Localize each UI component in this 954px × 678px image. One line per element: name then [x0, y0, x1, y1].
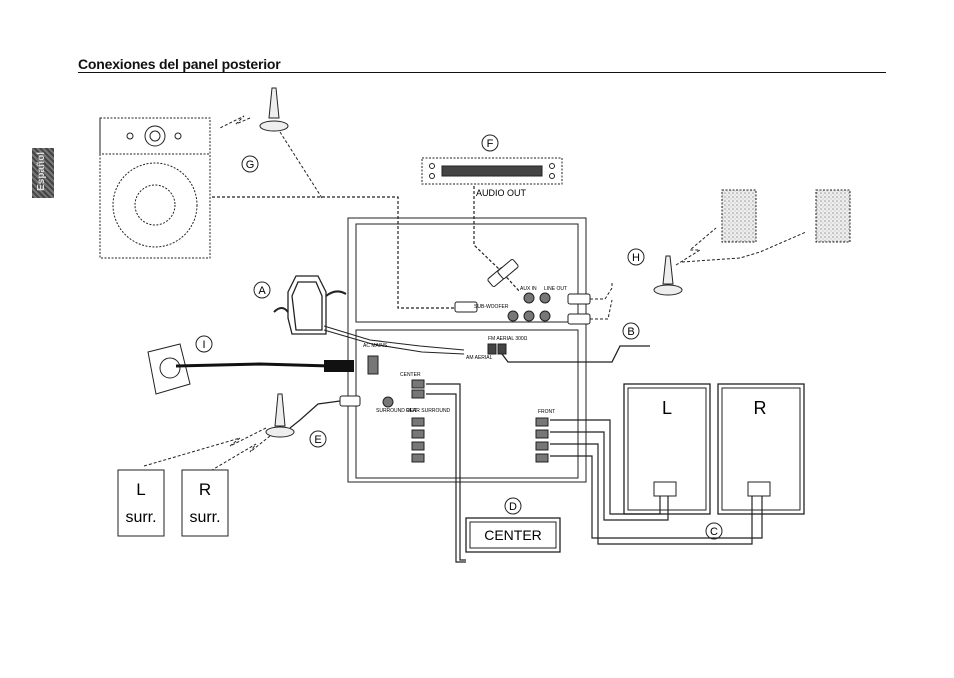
marker-d: D	[505, 498, 521, 514]
fm-aerial-label: FM AERIAL 300Ω	[488, 336, 528, 342]
wireless-signal-icon	[144, 428, 266, 466]
center-terminal	[412, 380, 424, 398]
svg-text:F: F	[487, 138, 494, 150]
speaker-terminal-icon	[654, 482, 676, 496]
front-right-letter: R	[754, 398, 767, 418]
rca-socket-icon	[508, 293, 550, 321]
ac-power-cable	[176, 364, 330, 366]
speaker-terminal-icon	[748, 482, 770, 496]
front-terminal	[536, 418, 548, 462]
svg-text:B: B	[627, 326, 634, 338]
svg-text:A: A	[258, 285, 266, 297]
surround-transmitter-antenna-icon	[266, 394, 294, 437]
front-left-cable	[550, 420, 660, 514]
antenna-to-subwoofer-link	[280, 132, 322, 198]
front-left-letter: L	[662, 398, 672, 418]
surround-left-letter: L	[136, 480, 145, 499]
surround-speaker-right: R surr.	[182, 470, 228, 536]
rear-transmitter-antenna-icon	[654, 256, 682, 295]
audio-device-icon	[422, 158, 562, 184]
surround-out-cable	[290, 401, 340, 428]
wall-socket-icon	[148, 344, 190, 394]
surround-right-word: surr.	[189, 509, 220, 526]
line-out-cable	[590, 282, 612, 319]
marker-c: C	[706, 523, 722, 539]
marker-g: G	[242, 156, 258, 172]
fm-aerial-wire	[502, 346, 650, 362]
front-left-cable	[550, 432, 668, 520]
svg-text:E: E	[314, 434, 321, 446]
marker-i: I	[196, 336, 212, 352]
line-out-label: LINE OUT	[544, 286, 567, 292]
am-loop-antenna-icon	[274, 276, 346, 334]
svg-text:G: G	[246, 159, 255, 171]
fm-aerial-terminal	[488, 344, 506, 354]
marker-e: E	[310, 431, 326, 447]
rear-surround-label: REAR SURROUND	[406, 408, 451, 414]
center-speaker-label: CENTER	[484, 527, 542, 543]
rear-surround-terminal	[412, 418, 424, 462]
audio-out-label: AUDIO OUT	[476, 188, 527, 198]
front-speaker-right: R	[718, 384, 804, 514]
marker-a: A	[254, 282, 270, 298]
surround-right-letter: R	[199, 480, 211, 499]
wireless-signal-icon	[676, 228, 716, 265]
transmitter-antenna-icon	[260, 88, 288, 131]
ac-mains-label: AC MAINS	[363, 343, 388, 349]
surround-left-word: surr.	[125, 509, 156, 526]
front-terminal-label: FRONT	[538, 409, 555, 415]
am-aerial-label: AM AERIAL	[466, 355, 493, 361]
center-terminal-label: CENTER	[400, 372, 421, 378]
marker-b: B	[623, 323, 639, 339]
rear-speaker-right-icon	[816, 190, 850, 242]
rear-speaker-left-icon	[722, 190, 756, 242]
subwoofer-label: SUB-WOOFER	[474, 304, 509, 310]
surround-speaker-left: L surr.	[118, 470, 164, 536]
subwoofer-icon	[100, 118, 210, 258]
svg-text:C: C	[710, 526, 718, 538]
marker-h: H	[628, 249, 644, 265]
svg-text:D: D	[509, 501, 517, 513]
marker-f: F	[482, 135, 498, 151]
wireless-signal-icon	[212, 436, 270, 470]
svg-text:I: I	[202, 339, 205, 351]
am-aerial-cable	[324, 330, 464, 354]
svg-text:H: H	[632, 252, 640, 264]
front-right-cable	[550, 456, 762, 538]
rca-plug-icon	[340, 396, 360, 406]
ac-mains-socket	[368, 356, 378, 374]
main-unit-panel	[348, 218, 586, 482]
wireless-signal-icon	[220, 116, 250, 128]
ac-plug-icon	[324, 360, 354, 372]
surround-out-socket	[383, 397, 393, 407]
front-speaker-left: L	[624, 384, 710, 514]
aux-in-label: AUX IN	[520, 286, 537, 292]
center-speaker: CENTER	[466, 518, 560, 552]
